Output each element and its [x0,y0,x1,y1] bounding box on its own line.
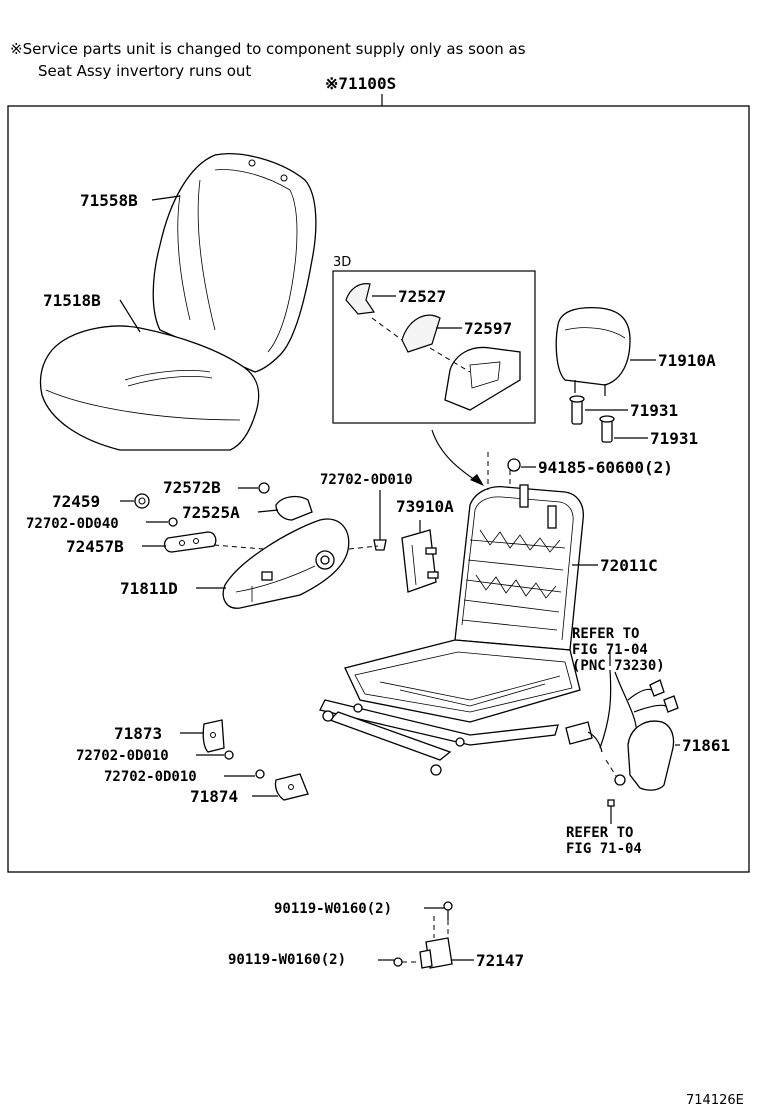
part-72702-0D010-low: 72702-0D010 [104,769,197,785]
bolt-72702-0D010-mid-icon [224,750,234,760]
inset-3d-frame [332,270,536,424]
headrest-guides-drawing [569,395,615,443]
bolt-72702-0D010-low-icon [255,769,265,779]
ref1-line3: (PNC 73230) [572,658,665,674]
assembly-label: ※71100S [325,74,396,93]
part-71558B: 71558B [80,191,138,210]
inset-3d-label: 3D [333,255,351,270]
dash-71811D [339,545,379,551]
cover-72457B-drawing [163,531,217,553]
inset-3d-drawing [345,283,521,411]
ref1-line1: REFER TO [572,626,639,642]
part-94185: 94185-60600(2) [538,458,673,477]
part-71931-b: 71931 [650,429,698,448]
assembly-frame [7,105,750,873]
part-71873: 71873 [114,724,162,743]
part-72702-0D010-mid: 72702-0D010 [76,748,169,764]
headrest-drawing [555,306,631,396]
part-72702-0D040: 72702-0D040 [26,516,119,532]
seatback-cover-drawing [152,153,317,373]
nut-94185-icon [507,458,521,472]
part-71811D: 71811D [120,579,178,598]
part-72457B: 72457B [66,537,124,556]
part-71874: 71874 [190,787,238,806]
part-72525A: 72525A [182,503,240,522]
cushion-cover-drawing [39,325,260,451]
part-72147: 72147 [476,951,524,970]
bolt-72702-0D010-top-icon [373,539,387,551]
inset-arrowhead [470,474,484,486]
part-71931-a: 71931 [630,401,678,420]
leader-71558B [151,195,181,201]
side-airbag-drawing [401,529,439,593]
part-90119-b: 90119-W0160(2) [228,952,346,968]
part-90119-a: 90119-W0160(2) [274,901,392,917]
bracket-72147-drawing [393,901,453,969]
screw-ref-icon [607,799,615,807]
wire-harness-drawing [565,669,679,753]
part-72702-0D010-top: 72702-0D010 [320,472,413,488]
ref2-line2: FIG 71-04 [566,841,642,857]
seat-frame-drawing [319,484,584,776]
service-note-line1: ※Service parts unit is changed to compon… [10,40,526,58]
part-71910A: 71910A [658,351,716,370]
part-71861: 71861 [682,736,730,755]
part-71518B: 71518B [43,291,101,310]
bolt-72702-0D040-icon [168,517,178,527]
part-72011C: 72011C [600,556,658,575]
leader-72525A [257,509,279,513]
figure-id: 714126E [686,1093,744,1108]
part-72597: 72597 [464,319,512,338]
service-note-line2: Seat Assy invertory runs out [38,62,251,80]
lever-72525A-drawing [275,495,313,521]
inset-arrow [431,429,479,483]
side-cover-71861-drawing [627,720,675,791]
ref2-line1: REFER TO [566,825,633,841]
side-shield-71811D-drawing [222,518,350,609]
part-72459: 72459 [52,492,100,511]
part-72572B: 72572B [163,478,221,497]
part-72527: 72527 [398,287,446,306]
ref1-line2: FIG 71-04 [572,642,648,658]
part-73910A: 73910A [396,497,454,516]
clip-71861-icon [614,774,626,786]
leader-71518B [119,299,141,333]
nut-72572B-icon [258,482,270,494]
dash-71861 [605,759,617,777]
